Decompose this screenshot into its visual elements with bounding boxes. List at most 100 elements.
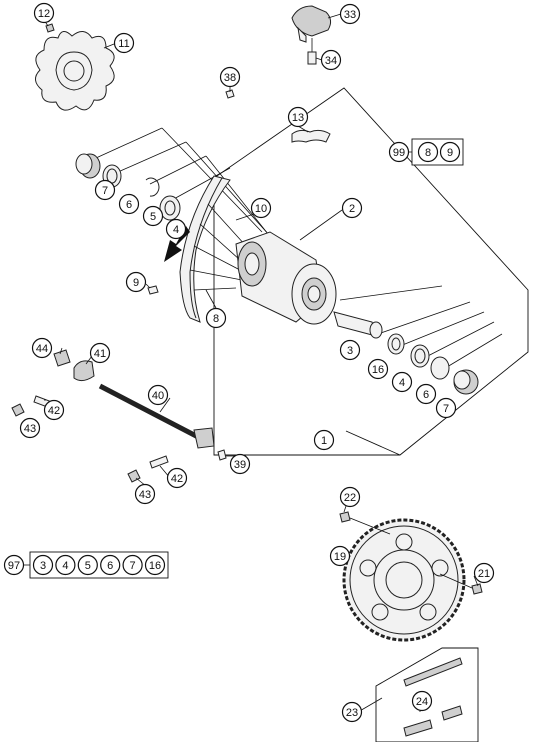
kit-item-label: 16 bbox=[149, 560, 161, 572]
callout-circle bbox=[43, 399, 65, 421]
callout-1: 1 bbox=[313, 429, 335, 451]
callout-11: 11 bbox=[113, 32, 135, 54]
kit-item: 3 bbox=[32, 554, 54, 576]
callout-label: 19 bbox=[334, 551, 346, 563]
callout-label: 34 bbox=[325, 55, 337, 67]
chain-guide-part bbox=[291, 5, 332, 65]
axle-parts bbox=[11, 349, 227, 483]
sprocket-hardware bbox=[339, 511, 483, 595]
callout-12: 12 bbox=[33, 2, 55, 24]
callout-circle bbox=[118, 193, 140, 215]
callout-label: 7 bbox=[443, 403, 449, 415]
callout-38: 38 bbox=[219, 66, 241, 88]
callout-4: 4 bbox=[391, 371, 413, 393]
brake-disc bbox=[35, 31, 115, 111]
callout-label: 4 bbox=[399, 377, 405, 389]
kit-number: 99 bbox=[388, 141, 410, 163]
callout-circle bbox=[134, 483, 156, 505]
callout-leaders bbox=[43, 13, 479, 713]
callout-label: 6 bbox=[423, 389, 429, 401]
callout-43: 43 bbox=[19, 417, 41, 439]
kit-item-label: 4 bbox=[62, 560, 68, 572]
callout-label: 3 bbox=[347, 345, 353, 357]
callout-label: 33 bbox=[344, 9, 356, 21]
callout-circle bbox=[205, 307, 227, 329]
callout-16: 16 bbox=[367, 358, 389, 380]
callout-circle bbox=[94, 179, 116, 201]
kit-number-label: 99 bbox=[393, 147, 405, 159]
chain-box bbox=[375, 647, 479, 742]
callout-circle bbox=[147, 384, 169, 406]
callout-label: 10 bbox=[255, 203, 267, 215]
callout-circle bbox=[229, 453, 251, 475]
callout-22: 22 bbox=[339, 486, 361, 508]
callout-7: 7 bbox=[94, 179, 116, 201]
callout-label: 12 bbox=[38, 8, 50, 20]
callout-circle bbox=[125, 271, 147, 293]
callout-2: 2 bbox=[341, 197, 363, 219]
right-bearing-stack bbox=[387, 333, 479, 395]
callout-label: 22 bbox=[344, 492, 356, 504]
callout-circle bbox=[113, 32, 135, 54]
callout-24: 24 bbox=[411, 690, 433, 712]
callout-label: 21 bbox=[478, 568, 490, 580]
callout-circle bbox=[33, 2, 55, 24]
callout-label: 5 bbox=[150, 211, 156, 223]
callout-circle bbox=[411, 690, 433, 712]
callout-circle bbox=[415, 383, 437, 405]
callout-circle bbox=[142, 205, 164, 227]
callout-label: 43 bbox=[139, 489, 151, 501]
callout-circle bbox=[435, 397, 457, 419]
callout-label: 8 bbox=[213, 313, 219, 325]
left-bearing-stack bbox=[75, 153, 181, 221]
callout-5: 5 bbox=[142, 205, 164, 227]
callout-circle bbox=[339, 3, 361, 25]
callout-circle bbox=[391, 371, 413, 393]
kit-item-label: 7 bbox=[130, 560, 136, 572]
callout-8: 8 bbox=[205, 307, 227, 329]
callout-label: 7 bbox=[102, 185, 108, 197]
callout-circle bbox=[339, 486, 361, 508]
kit-item: 6 bbox=[100, 554, 121, 576]
callout-label: 40 bbox=[152, 390, 164, 402]
callout-label: 16 bbox=[372, 364, 384, 376]
callout-circle bbox=[287, 106, 309, 128]
kit-number: 97 bbox=[3, 554, 25, 576]
kit-item: 4 bbox=[55, 554, 76, 576]
kit-item-label: 6 bbox=[107, 560, 113, 572]
callout-6: 6 bbox=[118, 193, 140, 215]
callout-43: 43 bbox=[134, 483, 156, 505]
kit-item-label: 8 bbox=[425, 147, 431, 159]
kit-item: 8 bbox=[417, 141, 439, 163]
callout-label: 9 bbox=[133, 277, 139, 289]
callout-3: 3 bbox=[339, 339, 361, 361]
callout-19: 19 bbox=[329, 545, 351, 567]
callout-circle bbox=[250, 197, 272, 219]
callout-circle bbox=[166, 467, 188, 489]
callout-42: 42 bbox=[166, 467, 188, 489]
callout-label: 43 bbox=[24, 423, 36, 435]
callout-9: 9 bbox=[125, 271, 147, 293]
callout-42: 42 bbox=[43, 399, 65, 421]
callout-label: 38 bbox=[224, 72, 236, 84]
callout-circle bbox=[339, 339, 361, 361]
callout-circle bbox=[341, 197, 363, 219]
kit-item-label: 5 bbox=[85, 560, 91, 572]
kit-item: 16 bbox=[144, 554, 166, 576]
callout-13: 13 bbox=[287, 106, 309, 128]
callout-label: 2 bbox=[349, 203, 355, 215]
callout-label: 42 bbox=[171, 473, 183, 485]
callout-circle bbox=[89, 342, 111, 364]
callout-10: 10 bbox=[250, 197, 272, 219]
callout-33: 33 bbox=[339, 3, 361, 25]
callout-circle bbox=[473, 562, 495, 584]
callout-circle bbox=[329, 545, 351, 567]
spoke-nipple bbox=[147, 285, 159, 295]
callout-label: 13 bbox=[292, 112, 304, 124]
callout-circle bbox=[367, 358, 389, 380]
callout-34: 34 bbox=[320, 49, 342, 71]
callout-label: 24 bbox=[416, 696, 428, 708]
